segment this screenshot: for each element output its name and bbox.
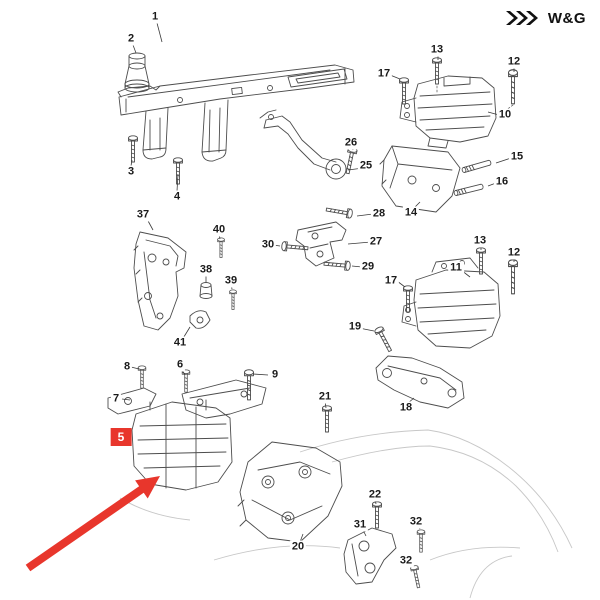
callout-12b[interactable]: 12 xyxy=(505,246,523,260)
part-bushing xyxy=(124,52,150,93)
part-bracket-27 xyxy=(295,221,347,267)
part-bracket-20 xyxy=(237,441,343,543)
bolt-21 xyxy=(322,405,332,433)
bolt-28 xyxy=(325,204,354,219)
part-bracket-31 xyxy=(343,527,397,585)
callout-32b[interactable]: 32 xyxy=(397,554,415,568)
callout-28[interactable]: 28 xyxy=(370,207,388,221)
leader-lines xyxy=(121,22,515,568)
callout-16[interactable]: 16 xyxy=(493,175,511,189)
callout-4[interactable]: 4 xyxy=(171,190,183,204)
callout-19[interactable]: 19 xyxy=(346,320,364,334)
part-mount-10 xyxy=(399,75,497,149)
callout-1[interactable]: 1 xyxy=(149,10,161,24)
bolt-40 xyxy=(217,237,225,258)
callout-39[interactable]: 39 xyxy=(222,274,240,288)
callout-22[interactable]: 22 xyxy=(366,488,384,502)
part-arm-18 xyxy=(375,355,465,409)
callout-25[interactable]: 25 xyxy=(357,159,375,173)
bolt-22 xyxy=(372,501,382,529)
bolt-39 xyxy=(229,289,237,310)
bolt-3 xyxy=(128,135,138,163)
brand-logo: W&G xyxy=(505,10,586,27)
bolt-12a xyxy=(507,69,519,105)
part-bracket-6-9 xyxy=(181,379,267,419)
bolt-8 xyxy=(137,365,147,389)
callout-38[interactable]: 38 xyxy=(197,263,215,277)
callout-6[interactable]: 6 xyxy=(174,358,186,372)
callout-27[interactable]: 27 xyxy=(367,235,385,249)
callout-17a[interactable]: 17 xyxy=(375,67,393,81)
callout-2[interactable]: 2 xyxy=(125,32,137,46)
callout-21[interactable]: 21 xyxy=(316,390,334,404)
part-bracket-7 xyxy=(107,387,157,415)
callout-29[interactable]: 29 xyxy=(359,260,377,274)
callout-30[interactable]: 30 xyxy=(259,238,277,252)
car-body-outline xyxy=(119,429,573,599)
callout-3[interactable]: 3 xyxy=(125,165,137,179)
callout-32a[interactable]: 32 xyxy=(407,515,425,529)
pin-15 xyxy=(461,159,492,174)
callout-9[interactable]: 9 xyxy=(269,368,281,382)
callout-13b[interactable]: 13 xyxy=(471,234,489,248)
callout-5[interactable]: 5 xyxy=(110,428,132,446)
bolt-26 xyxy=(342,146,358,175)
part-plate-14 xyxy=(379,145,461,213)
part-mount-5 xyxy=(131,399,233,491)
callout-20[interactable]: 20 xyxy=(289,540,307,554)
callout-41[interactable]: 41 xyxy=(171,336,189,350)
brand-chevrons-icon xyxy=(505,11,538,25)
part-sleeve-38 xyxy=(199,282,213,299)
part-link-41 xyxy=(189,310,211,329)
callout-7[interactable]: 7 xyxy=(110,392,122,406)
part-arm-25 xyxy=(259,109,347,180)
bolt-32b xyxy=(409,564,423,589)
callout-14[interactable]: 14 xyxy=(402,206,420,220)
callout-17b[interactable]: 17 xyxy=(382,274,400,288)
callout-26[interactable]: 26 xyxy=(342,136,360,150)
bolt-13b xyxy=(476,247,486,275)
callout-37[interactable]: 37 xyxy=(134,208,152,222)
brand-logo-text: W&G xyxy=(547,10,586,27)
callout-8[interactable]: 8 xyxy=(121,360,133,374)
callout-18[interactable]: 18 xyxy=(397,401,415,415)
callout-40[interactable]: 40 xyxy=(210,223,228,237)
part-bracket-37 xyxy=(133,231,187,331)
callout-15[interactable]: 15 xyxy=(508,150,526,164)
bolt-32a xyxy=(416,529,426,553)
bolt-12b xyxy=(507,259,519,295)
bolt-19 xyxy=(373,325,395,354)
callout-11[interactable]: 11 xyxy=(448,261,464,275)
bolt-6 xyxy=(181,369,191,393)
callout-31[interactable]: 31 xyxy=(351,518,369,532)
red-pointer-arrow xyxy=(25,476,161,572)
callout-10[interactable]: 10 xyxy=(496,108,514,122)
callout-13a[interactable]: 13 xyxy=(428,43,446,57)
pin-16 xyxy=(453,183,485,197)
callout-12a[interactable]: 12 xyxy=(505,55,523,69)
bolt-9 xyxy=(243,369,255,401)
part-subframe xyxy=(117,64,355,162)
bolt-17b xyxy=(403,285,413,313)
